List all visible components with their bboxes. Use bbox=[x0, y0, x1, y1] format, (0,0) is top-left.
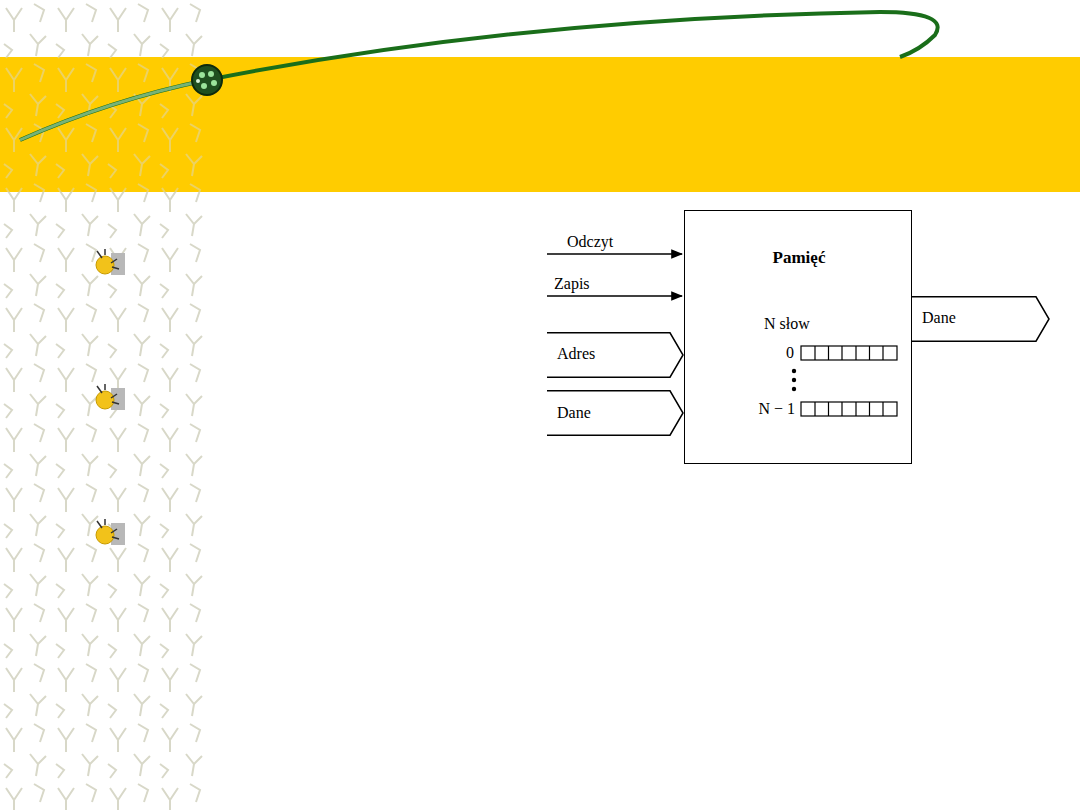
node-title: Adres bbox=[557, 345, 595, 363]
write-signal-arrow bbox=[547, 295, 682, 297]
data-in-bus: Dane bbox=[547, 390, 684, 436]
data-out-bus: Dane bbox=[912, 296, 1050, 342]
word-index: 0 bbox=[786, 344, 794, 362]
memory-word-row bbox=[801, 346, 897, 360]
address-bus: Adres bbox=[547, 332, 684, 378]
swoosh-line bbox=[20, 12, 938, 140]
memory-box: Pamięć N słow bbox=[684, 210, 912, 464]
memory-word-row bbox=[801, 402, 897, 416]
node-title: Dane bbox=[922, 309, 956, 327]
read-signal-arrow bbox=[547, 253, 682, 255]
bullet-icon bbox=[96, 384, 125, 410]
ellipsis-dots bbox=[792, 369, 796, 391]
band-pattern bbox=[0, 57, 210, 192]
bullet-icon bbox=[96, 249, 125, 275]
signal-name: Odczyt bbox=[567, 233, 613, 251]
node-title: Dane bbox=[557, 404, 591, 422]
bullet-icon bbox=[96, 519, 125, 545]
swoosh-highlight bbox=[20, 80, 207, 140]
node-note: N słow bbox=[764, 315, 810, 333]
word-index: N − 1 bbox=[758, 400, 795, 418]
signal-name: Zapis bbox=[554, 275, 590, 293]
swoosh-ball bbox=[192, 65, 222, 95]
node-title: Pamięć bbox=[773, 249, 826, 268]
pattern-strip bbox=[0, 0, 210, 810]
title-band bbox=[0, 57, 1080, 192]
